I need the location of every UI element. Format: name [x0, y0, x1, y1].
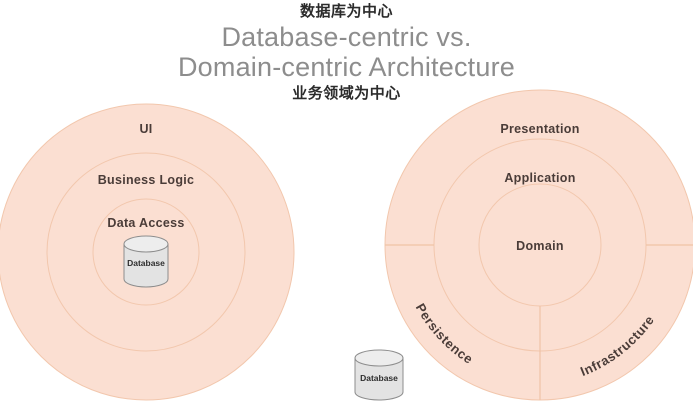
ring-label-ui: UI — [139, 122, 152, 136]
database-cylinder-inner[interactable]: Database — [123, 235, 169, 288]
ring-label-data-access: Data Access — [107, 216, 184, 230]
database-cylinder-external[interactable]: Database — [354, 349, 404, 401]
right-architecture-group: Presentation Application Domain Persiste… — [384, 89, 693, 401]
database-cylinder-external-label: Database — [360, 373, 398, 383]
database-cylinder-inner-label: Database — [127, 258, 165, 268]
left-architecture-group: UI Business Logic Data Access Database — [0, 103, 295, 401]
ring-label-presentation: Presentation — [500, 122, 579, 136]
ring-label-business-logic: Business Logic — [98, 173, 195, 187]
ring-label-domain: Domain — [516, 239, 564, 253]
ring-label-application: Application — [504, 171, 575, 185]
